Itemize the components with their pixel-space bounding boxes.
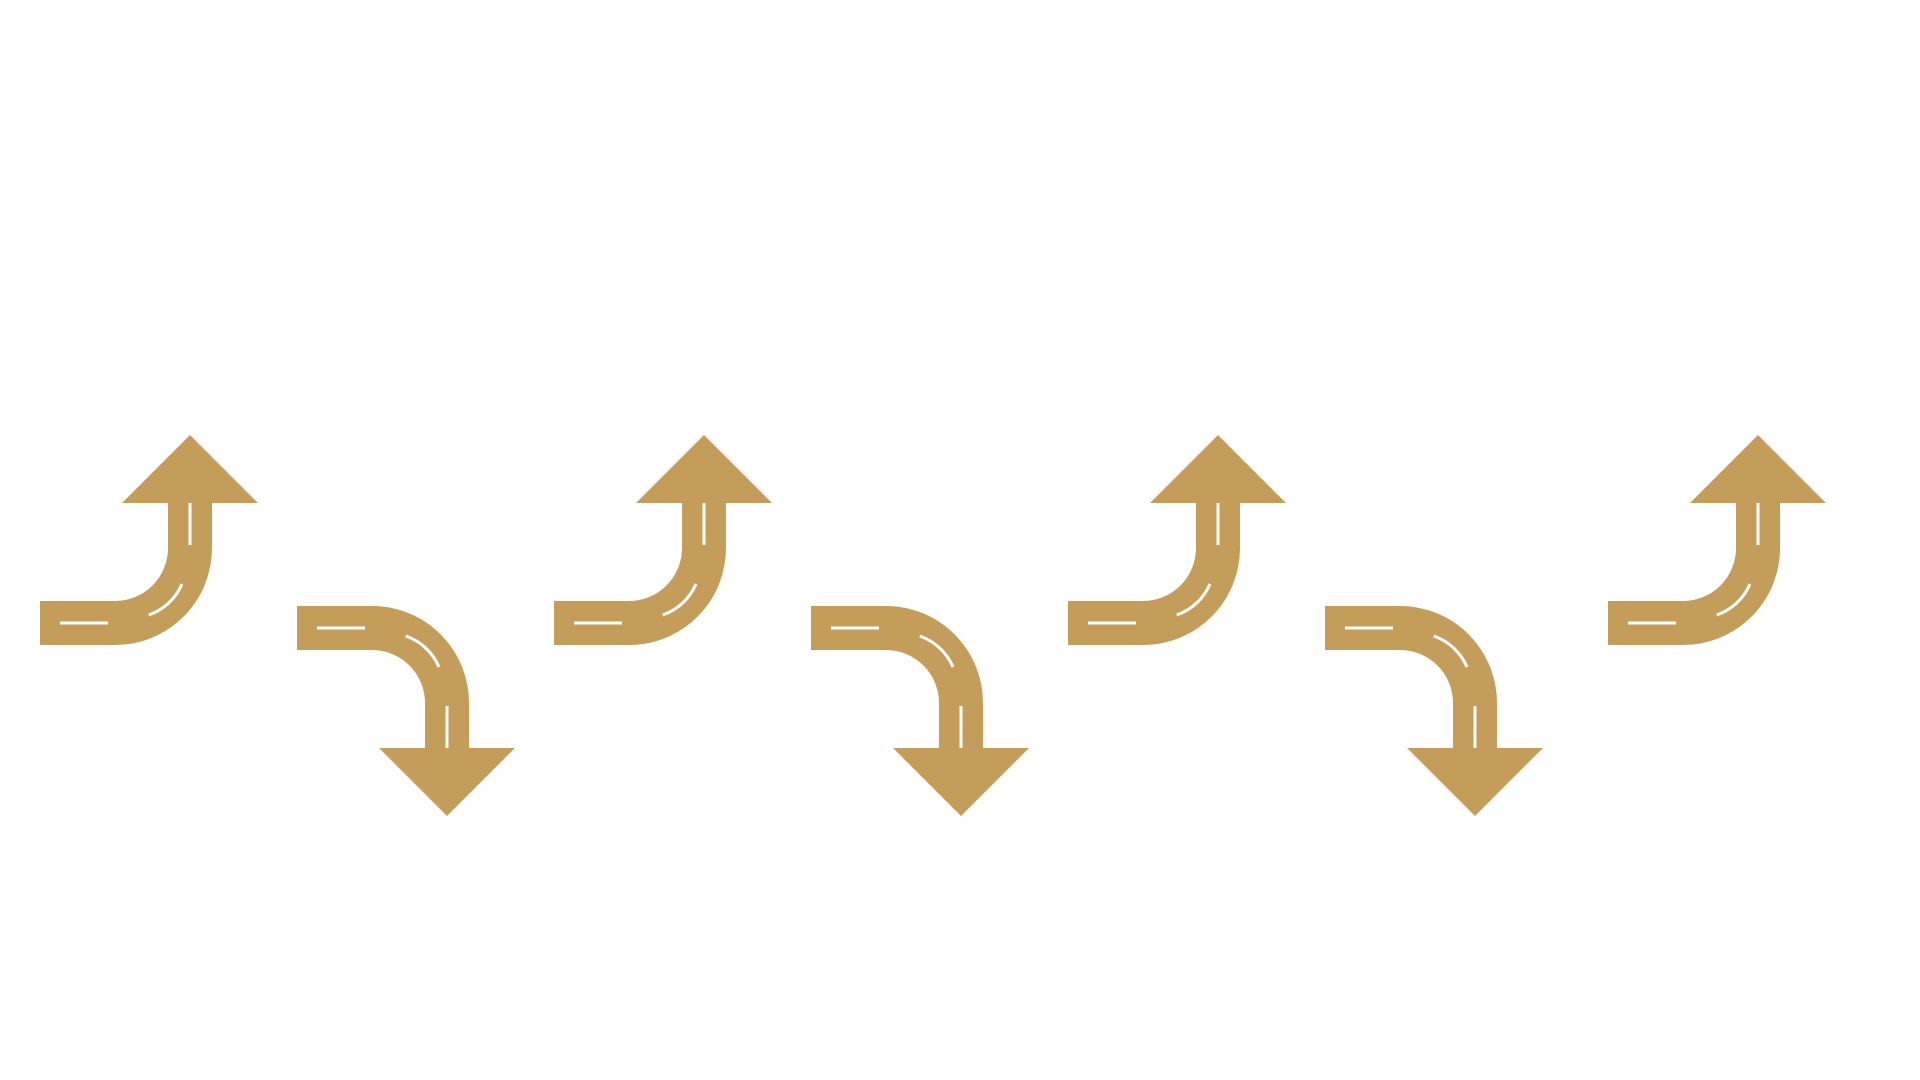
curved-arrow-down-icon	[1325, 606, 1543, 816]
curved-arrow-up-icon	[1608, 435, 1826, 645]
arrow-3	[554, 435, 772, 645]
arrow-4	[811, 606, 1029, 816]
curved-arrow-up-icon	[1068, 435, 1286, 645]
arrows-layer	[40, 435, 1826, 816]
arrow-7	[1608, 435, 1826, 645]
curved-arrow-up-icon	[554, 435, 772, 645]
arrow-6	[1325, 606, 1543, 816]
curved-arrow-down-icon	[297, 606, 515, 816]
arrow-1	[40, 435, 258, 645]
curved-arrow-up-icon	[40, 435, 258, 645]
curved-arrow-down-icon	[811, 606, 1029, 816]
arrow-2	[297, 606, 515, 816]
arrow-5	[1068, 435, 1286, 645]
